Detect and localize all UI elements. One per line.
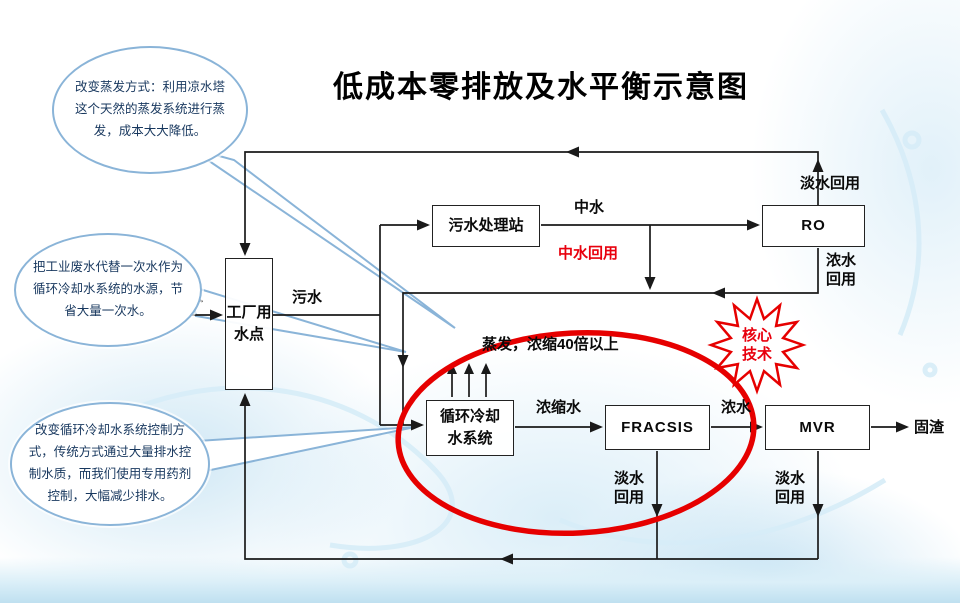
label-reclaimed-water-reuse: 中水回用 (558, 245, 619, 262)
node-mvr: MVR (765, 405, 870, 450)
label-evaporation: 蒸发，浓缩40倍以上 (482, 336, 619, 353)
node-factory: 工厂用水点 (225, 258, 273, 390)
label-core-technology: 核心技术 (741, 327, 772, 363)
callout-wastewater-source-text: 把工业废水代替一次水作为循环冷却水系统的水源，节省大量一次水。 (32, 260, 183, 318)
callout-tail-3 (195, 426, 416, 473)
label-reclaimed-water: 中水 (574, 199, 605, 216)
node-ro: RO (762, 205, 865, 247)
water-splash-strokes (88, 108, 938, 569)
node-sewage-plant: 污水处理站 (432, 205, 540, 247)
water-surface-strip (0, 557, 960, 603)
label-concentrated-water: 浓缩水 (536, 399, 582, 416)
callout-control-method: 改变循环冷却水系统控制方式，传统方式通过大量排水控制水质，而我们使用专用药剂控制… (10, 402, 210, 526)
callout-evaporation-text: 改变蒸发方式：利用凉水塔这个天然的蒸发系统进行蒸发，成本大大降低。 (74, 80, 225, 138)
callout-control-method-text: 改变循环冷却水系统控制方式，传统方式通过大量排水控制水质，而我们使用专用药剂控制… (28, 423, 192, 503)
node-cooling-system: 循环冷却水系统 (426, 400, 514, 456)
label-freshwater-reuse-top: 淡水回用 (800, 175, 861, 192)
diagram-title: 低成本零排放及水平衡示意图 (333, 71, 749, 104)
node-fracsis: FRACSIS (605, 405, 710, 450)
label-freshwater-reuse-mvr: 淡水回用 (774, 470, 805, 506)
label-freshwater-reuse-fracsis: 淡水回用 (613, 470, 644, 506)
label-concentrate: 浓水 (721, 399, 752, 416)
label-wastewater: 污水 (292, 289, 323, 306)
flow-arrowheads (210, 146, 909, 565)
label-solid-residue: 固渣 (914, 419, 945, 436)
callout-evaporation: 改变蒸发方式：利用凉水塔这个天然的蒸发系统进行蒸发，成本大大降低。 (52, 46, 248, 174)
highlight-ellipse (395, 329, 757, 537)
callout-wastewater-source: 把工业废水代替一次水作为循环冷却水系统的水源，节省大量一次水。 (14, 233, 202, 347)
label-concentrate-reuse: 浓水回用 (825, 252, 856, 288)
core-tech-starburst (707, 295, 807, 395)
flow-lines (150, 151, 907, 560)
